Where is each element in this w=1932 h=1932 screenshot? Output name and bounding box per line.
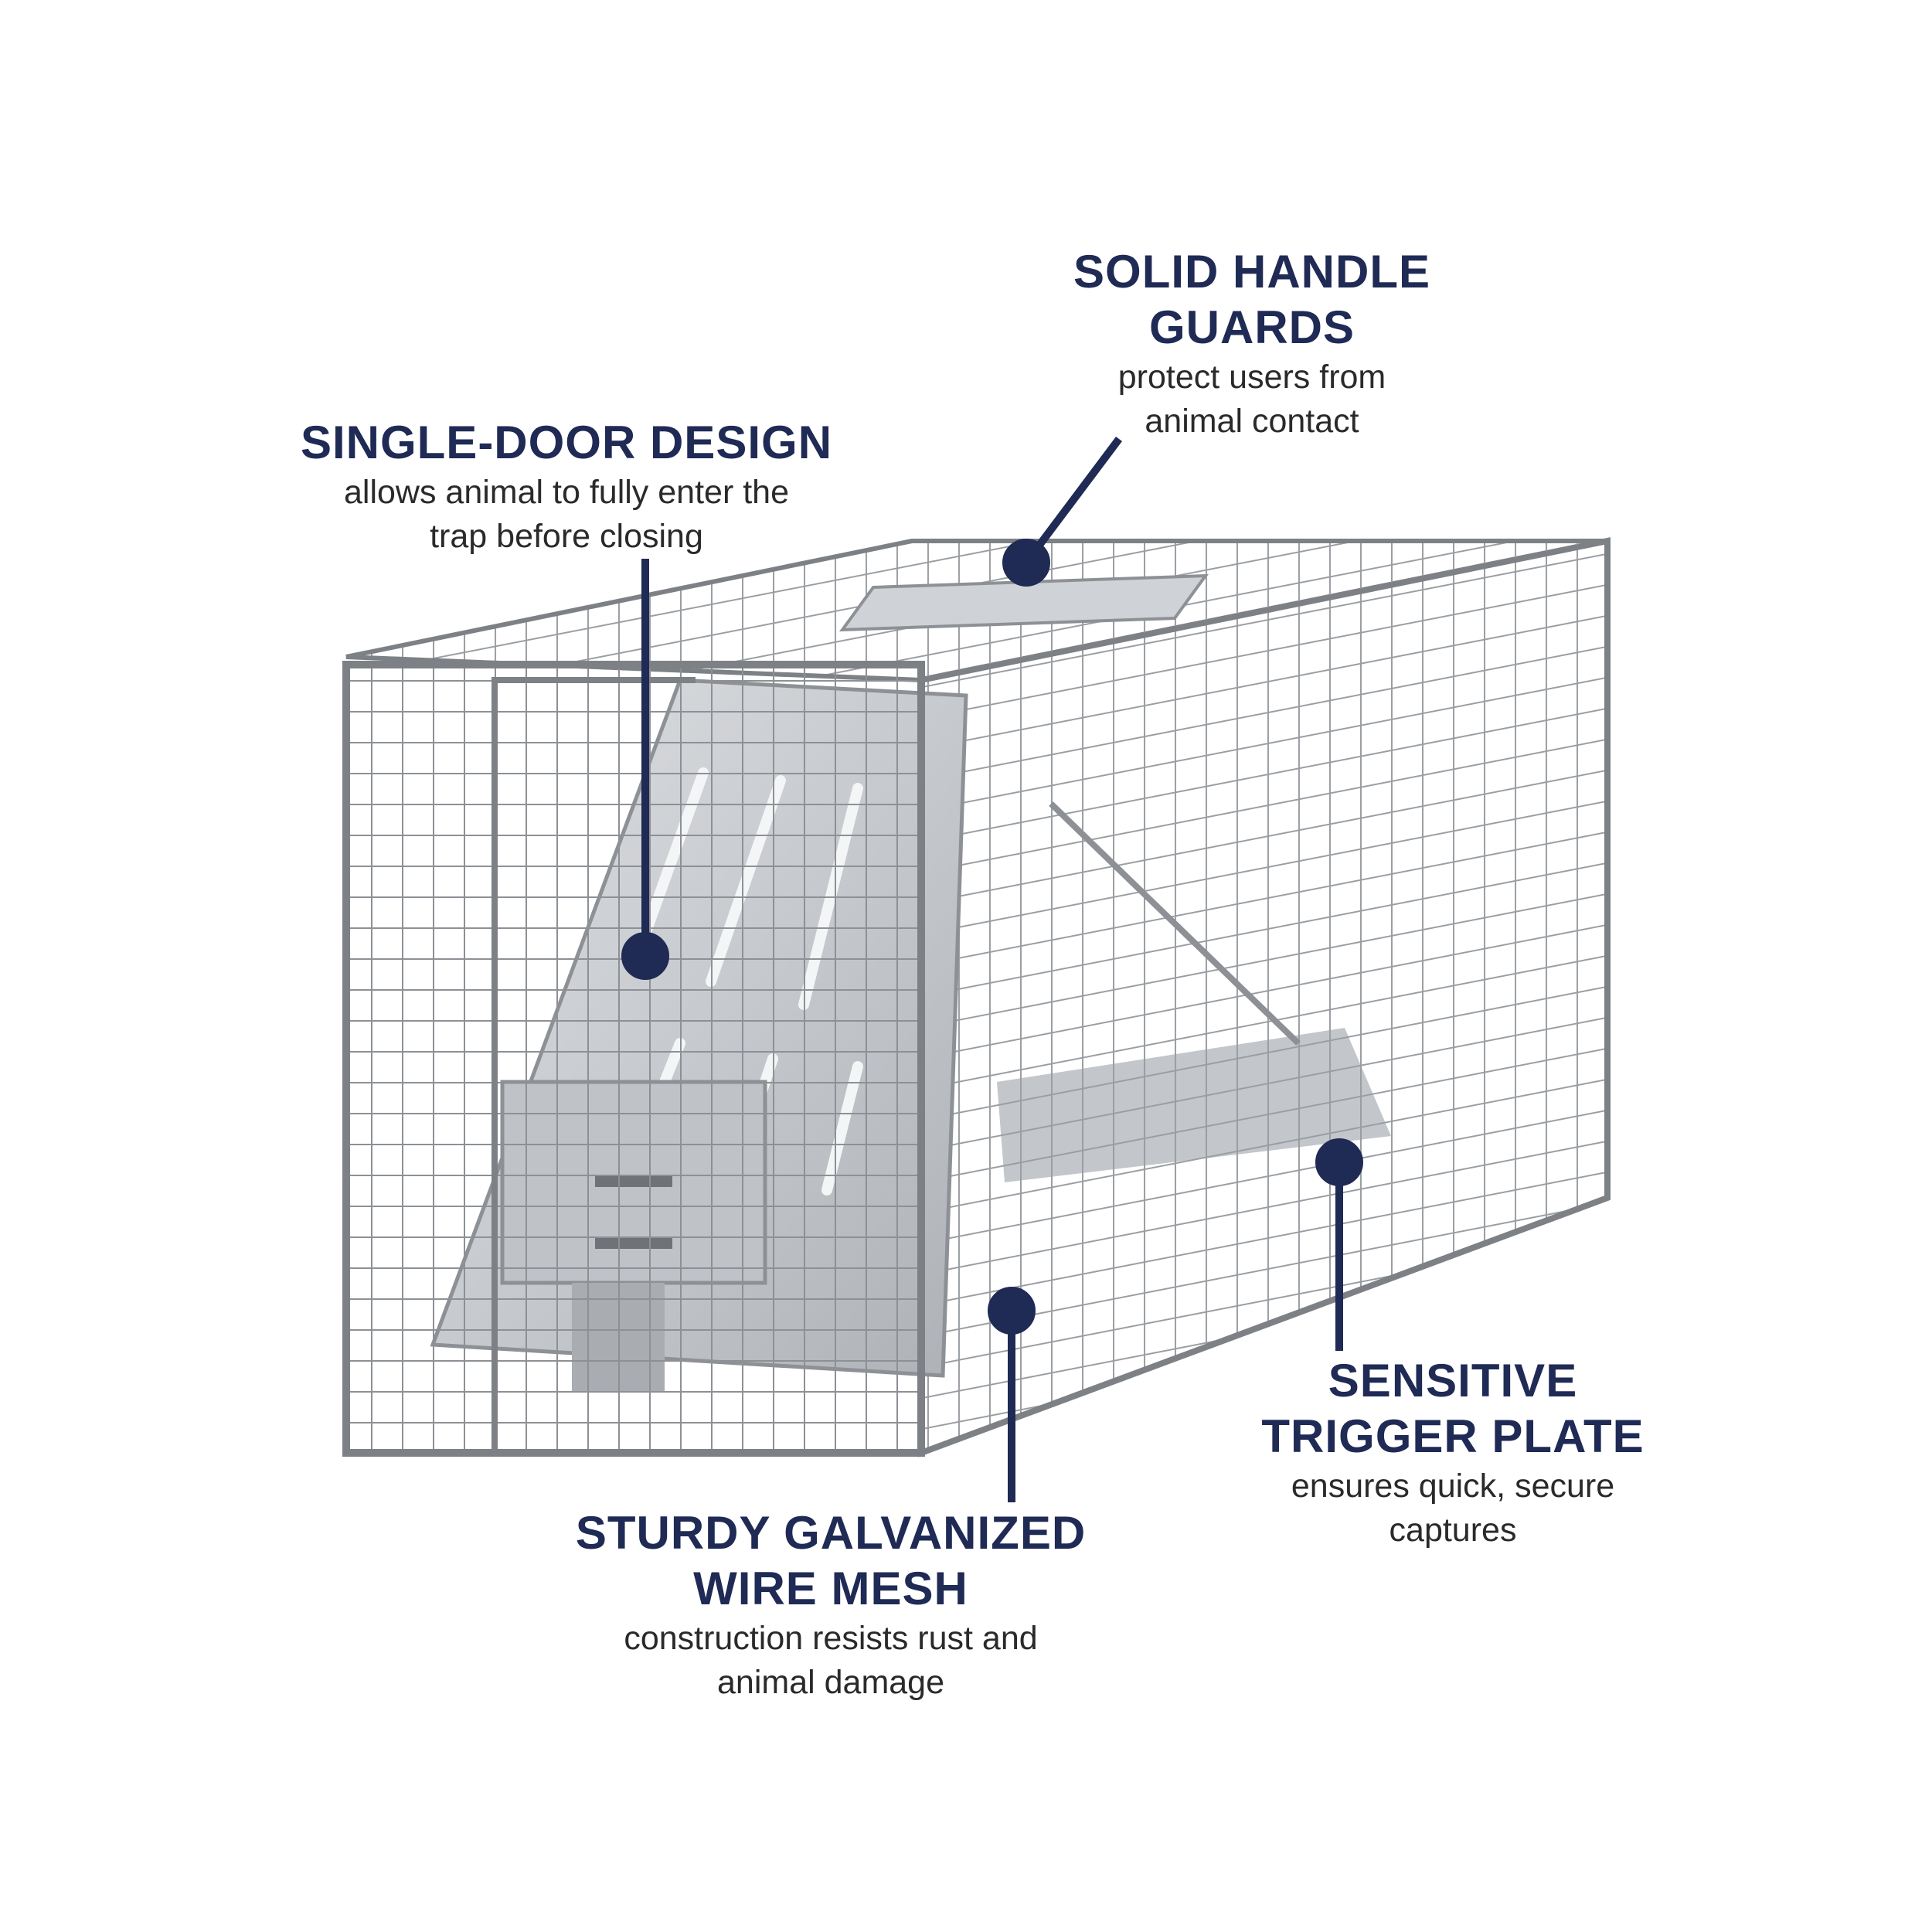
trigger-plate-dot — [1315, 1138, 1363, 1186]
handle-guards-dot — [1002, 539, 1050, 587]
callout-title: WIRE MESH — [693, 1563, 968, 1614]
callout-body: allows animal to fully enter the — [343, 474, 789, 511]
handle-guards-leader — [1023, 437, 1122, 565]
front-mesh — [342, 661, 925, 1457]
callout-title: GUARDS — [1148, 301, 1355, 353]
callout-title: STURDY GALVANIZED — [575, 1507, 1087, 1559]
single-door-dot — [621, 932, 669, 980]
callout-handle-guards: SOLID HANDLE GUARDS protect users from a… — [1073, 244, 1430, 444]
callout-body: animal contact — [1145, 403, 1359, 440]
callout-body: protect users from — [1117, 359, 1386, 396]
wire-mesh-dot — [988, 1287, 1036, 1335]
callout-wire-mesh: STURDY GALVANIZED WIRE MESH construction… — [576, 1505, 1086, 1705]
callout-body: captures — [1389, 1512, 1517, 1549]
callout-title: SINGLE-DOOR DESIGN — [300, 417, 833, 468]
callout-single-door: SINGLE-DOOR DESIGN allows animal to full… — [301, 415, 832, 559]
callout-body: ensures quick, secure — [1291, 1468, 1615, 1505]
callout-body: animal damage — [716, 1664, 945, 1701]
callout-body: trap before closing — [430, 518, 703, 555]
callout-title: TRIGGER PLATE — [1261, 1410, 1645, 1462]
callout-body: construction resists rust and — [624, 1620, 1038, 1657]
callout-trigger-plate: SENSITIVE TRIGGER PLATE ensures quick, s… — [1261, 1353, 1644, 1553]
handle-guard — [838, 573, 1209, 632]
callout-title: SENSITIVE — [1328, 1355, 1578, 1406]
callout-title: SOLID HANDLE — [1073, 246, 1430, 298]
